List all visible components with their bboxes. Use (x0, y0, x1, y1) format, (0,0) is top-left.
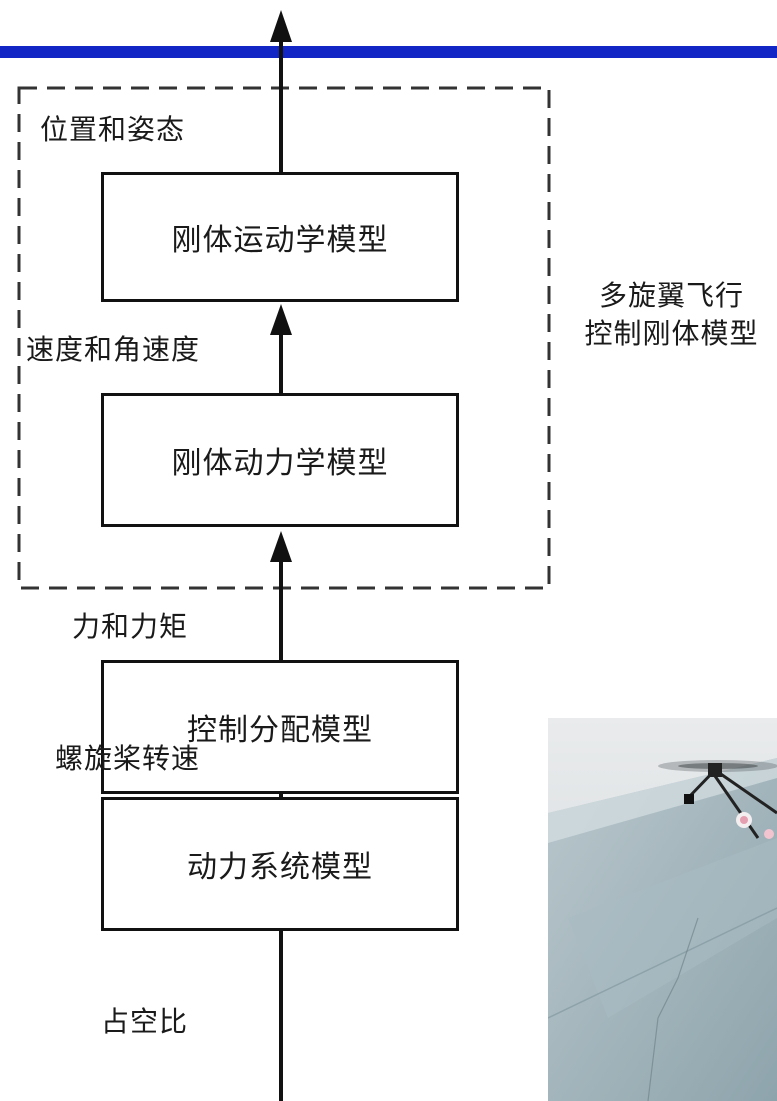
rigid-body-group-boundary (17, 86, 551, 590)
group-label: 多旋翼飞行 控制刚体模型 (566, 277, 777, 353)
kinematics-model-box: 刚体运动学模型 (101, 172, 459, 302)
control-allocation-box: 控制分配模型 (101, 660, 459, 794)
pose-signal-label: 位置和姿态 (40, 113, 186, 146)
group-label-line2: 控制刚体模型 (584, 317, 759, 350)
arrow-velocity-head (270, 304, 292, 335)
kinematics-model-label: 刚体运动学模型 (171, 223, 389, 258)
force-signal-label: 力和力矩 (72, 610, 189, 643)
dynamics-model-box: 刚体动力学模型 (101, 393, 459, 527)
propeller-speed-signal-label: 螺旋桨转速 (55, 742, 201, 775)
power-system-label: 动力系统模型 (187, 850, 373, 885)
header-bar (0, 46, 777, 58)
control-allocation-label: 控制分配模型 (187, 713, 373, 748)
arrow-force-head (270, 531, 292, 562)
group-label-line1: 多旋翼飞行 (598, 279, 744, 312)
dynamics-model-label: 刚体动力学模型 (171, 446, 389, 481)
power-system-box: 动力系统模型 (101, 797, 459, 931)
velocity-signal-label: 速度和角速度 (26, 333, 201, 366)
drone-photo (548, 718, 777, 1101)
arrow-pose-head (270, 10, 292, 42)
duty-cycle-signal-label: 占空比 (101, 1005, 189, 1038)
